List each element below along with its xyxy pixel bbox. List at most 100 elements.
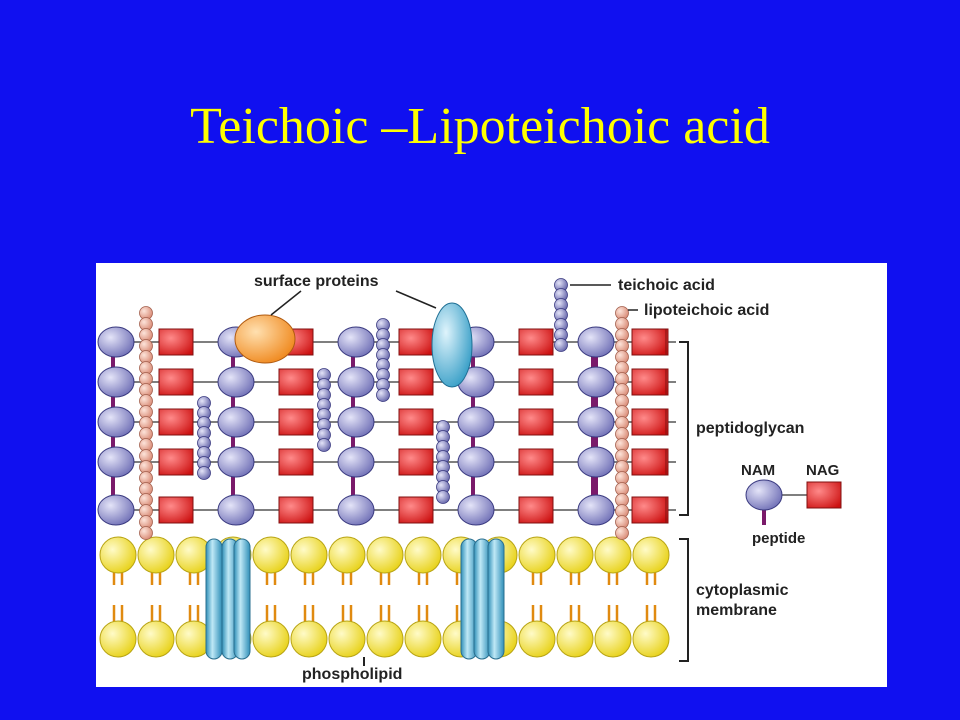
label-nag: NAG xyxy=(806,462,839,479)
phospholipid-head-upper xyxy=(518,536,556,574)
teichoic-bead xyxy=(554,338,568,352)
teichoic-acid-chains xyxy=(197,278,568,504)
nag-unit xyxy=(631,328,667,356)
phospholipid-head-lower xyxy=(632,620,670,658)
nam-unit xyxy=(97,406,135,438)
phospholipid-head-upper xyxy=(404,536,442,574)
phospholipid-head-lower xyxy=(252,620,290,658)
label-peptidoglycan: peptidoglycan xyxy=(696,420,804,437)
surface-protein-blue xyxy=(431,302,473,388)
lipoteichoic-bead xyxy=(139,526,153,540)
nag-unit xyxy=(518,496,554,524)
teichoic-bead xyxy=(436,490,450,504)
phospholipid-head-lower xyxy=(290,620,328,658)
phospholipid-head-upper xyxy=(290,536,328,574)
nag-unit xyxy=(158,448,194,476)
nag-unit xyxy=(518,408,554,436)
peptidoglycan-units xyxy=(97,326,669,526)
phospholipid-head-upper xyxy=(366,536,404,574)
callout-lines xyxy=(270,284,842,666)
nam-unit xyxy=(337,326,375,358)
diagram-svg: surface proteins teichoic acid lipoteich… xyxy=(97,273,842,683)
nag-unit xyxy=(278,448,314,476)
label-cytoplasmic: cytoplasmic xyxy=(696,582,789,599)
nag-unit xyxy=(278,368,314,396)
nag-unit xyxy=(518,328,554,356)
nag-unit xyxy=(398,368,434,396)
phospholipid-head-upper xyxy=(594,536,632,574)
phospholipid-head-lower xyxy=(366,620,404,658)
phospholipid-head-upper xyxy=(556,536,594,574)
nag-unit xyxy=(631,408,667,436)
nam-unit xyxy=(217,406,255,438)
nam-unit xyxy=(577,494,615,526)
surface-protein-shapes xyxy=(234,302,473,388)
phospholipid-head-lower xyxy=(404,620,442,658)
nag-unit xyxy=(278,408,314,436)
nam-unit xyxy=(577,366,615,398)
membrane-proteins xyxy=(205,538,505,660)
nag-unit xyxy=(158,328,194,356)
nag-unit xyxy=(158,408,194,436)
phospholipid-head-upper xyxy=(632,536,670,574)
nam-unit xyxy=(97,446,135,478)
nag-unit xyxy=(631,368,667,396)
phospholipid-head-lower xyxy=(556,620,594,658)
label-lipoteichoic-acid: lipoteichoic acid xyxy=(644,302,769,319)
nag-unit xyxy=(631,496,667,524)
teichoic-bead xyxy=(197,466,211,480)
lipoteichoic-acid-chains xyxy=(139,306,629,540)
nam-unit xyxy=(217,494,255,526)
teichoic-bead xyxy=(317,438,331,452)
phospholipid-head-upper xyxy=(252,536,290,574)
slide-title: Teichoic –Lipoteichoic acid xyxy=(190,98,770,155)
label-nam: NAM xyxy=(741,462,775,479)
nag-unit xyxy=(518,448,554,476)
phospholipid-head-upper xyxy=(328,536,366,574)
nam-unit xyxy=(337,406,375,438)
nam-unit xyxy=(577,446,615,478)
label-teichoic-acid: teichoic acid xyxy=(618,277,715,294)
nam-unit xyxy=(97,326,135,358)
membrane-protein xyxy=(487,538,505,660)
nag-unit xyxy=(398,328,434,356)
surface-protein-orange xyxy=(234,314,296,364)
membrane-protein xyxy=(233,538,251,660)
nam-unit xyxy=(457,446,495,478)
nag-unit xyxy=(398,408,434,436)
nam-unit xyxy=(97,494,135,526)
phospholipid-head-lower xyxy=(594,620,632,658)
nam-unit xyxy=(337,494,375,526)
phospholipid-head-upper xyxy=(137,536,175,574)
legend-nam-unit xyxy=(745,479,783,511)
nam-unit xyxy=(337,446,375,478)
teichoic-bead xyxy=(376,388,390,402)
membrane-protein xyxy=(205,538,223,660)
peptidoglycan-bracket xyxy=(679,341,689,516)
membrane-heads xyxy=(99,536,670,658)
nam-unit xyxy=(337,366,375,398)
surface-protein-pointer xyxy=(395,290,437,309)
lipoteichoic-bead xyxy=(615,526,629,540)
nag-unit xyxy=(278,496,314,524)
label-phospholipid: phospholipid xyxy=(302,666,402,683)
legend-nag-unit xyxy=(806,481,842,509)
phospholipid-head-lower xyxy=(328,620,366,658)
membrane-bracket xyxy=(679,538,689,662)
nam-unit xyxy=(217,446,255,478)
nag-unit xyxy=(398,448,434,476)
nag-unit xyxy=(631,448,667,476)
phospholipid-head-upper xyxy=(99,536,137,574)
surface-protein-pointer xyxy=(270,290,302,316)
nam-unit xyxy=(97,366,135,398)
nam-unit xyxy=(577,326,615,358)
label-peptide: peptide xyxy=(752,530,805,547)
nag-unit xyxy=(398,496,434,524)
label-membrane: membrane xyxy=(696,602,777,619)
phospholipid-head-lower xyxy=(518,620,556,658)
phospholipid-head-lower xyxy=(137,620,175,658)
nam-unit xyxy=(577,406,615,438)
nam-unit xyxy=(217,366,255,398)
nam-unit xyxy=(457,494,495,526)
nam-unit xyxy=(457,406,495,438)
